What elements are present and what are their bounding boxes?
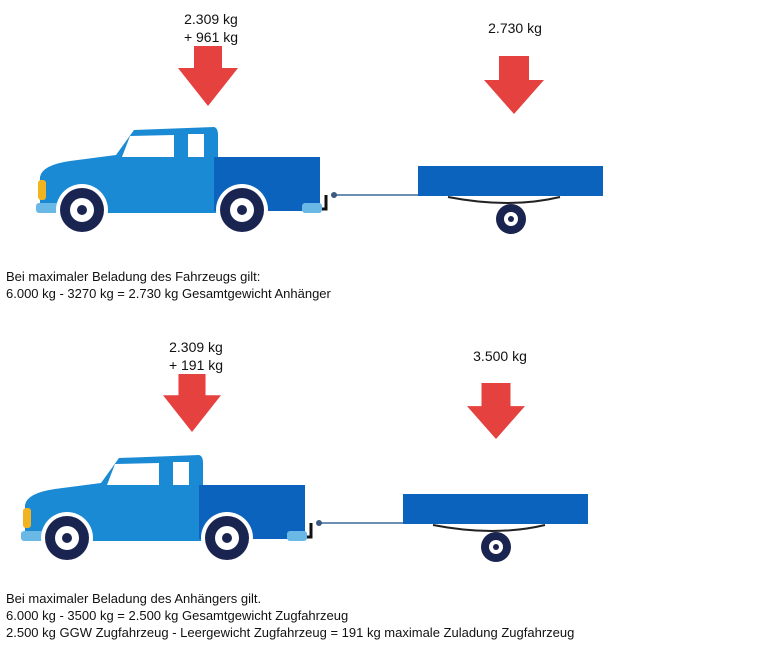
trailer-bed	[403, 494, 588, 524]
truck-with-trailer	[21, 455, 588, 564]
truck-window-front	[107, 463, 159, 485]
scenario-2-caption: Bei maximaler Beladung des Anhängers gil…	[6, 590, 574, 641]
truck-headlight	[23, 508, 31, 528]
truck-load-arrow-icon	[163, 374, 221, 432]
truck-with-trailer	[36, 127, 603, 236]
truck-added-load: + 961 kg	[183, 29, 239, 45]
trailer-load-label: 3.500 kg	[473, 348, 527, 364]
truck-headlight	[38, 180, 46, 200]
trailer-load-label: 2.730 kg	[488, 20, 542, 36]
trailer-wheel-icon	[496, 204, 526, 234]
truck-window-rear	[173, 462, 189, 485]
hitch-ball	[331, 192, 337, 198]
caption-heading: Bei maximaler Beladung des Fahrzeugs gil…	[6, 269, 261, 284]
caption-calculation: 6.000 kg - 3500 kg = 2.500 kg Gesamtgewi…	[6, 608, 349, 623]
truck-load-label: 2.309 kg + 191 kg	[169, 338, 223, 374]
truck-load-arrow-icon	[178, 46, 238, 106]
trailer-load-arrow-icon	[484, 56, 544, 114]
truck-front-wheel-icon	[41, 512, 93, 564]
truck-rear-bumper	[287, 531, 307, 541]
caption-calculation: 6.000 kg - 3270 kg = 2.730 kg Gesamtgewi…	[6, 286, 331, 301]
trailer-axle	[447, 196, 561, 204]
caption-heading: Bei maximaler Beladung des Anhängers gil…	[6, 591, 262, 606]
trailer-load-arrow-icon	[467, 382, 525, 440]
truck-added-load: + 191 kg	[168, 357, 224, 373]
truck-window-front	[122, 135, 174, 157]
scenario-2: 2.309 kg + 191 kg 3.500 kg	[0, 328, 768, 640]
trailer-bed	[418, 166, 603, 196]
truck-base-weight: 2.309 kg	[169, 339, 223, 355]
truck-rear-wheel-icon	[216, 184, 268, 236]
truck-load-label: 2.309 kg + 961 kg	[184, 10, 238, 46]
scenario-1: 2.309 kg + 961 kg 2.730 kg	[0, 0, 768, 301]
trailer-axle	[432, 524, 546, 532]
truck-base-weight: 2.309 kg	[184, 11, 238, 27]
hitch-ball	[316, 520, 322, 526]
truck-window-rear	[188, 134, 204, 157]
trailer-wheel-icon	[481, 532, 511, 562]
truck-front-wheel-icon	[56, 184, 108, 236]
truck-rear-bumper	[302, 203, 322, 213]
caption-payload: 2.500 kg GGW Zugfahrzeug - Leergewicht Z…	[6, 625, 575, 640]
scenario-1-caption: Bei maximaler Beladung des Fahrzeugs gil…	[6, 268, 331, 302]
truck-rear-wheel-icon	[201, 512, 253, 564]
